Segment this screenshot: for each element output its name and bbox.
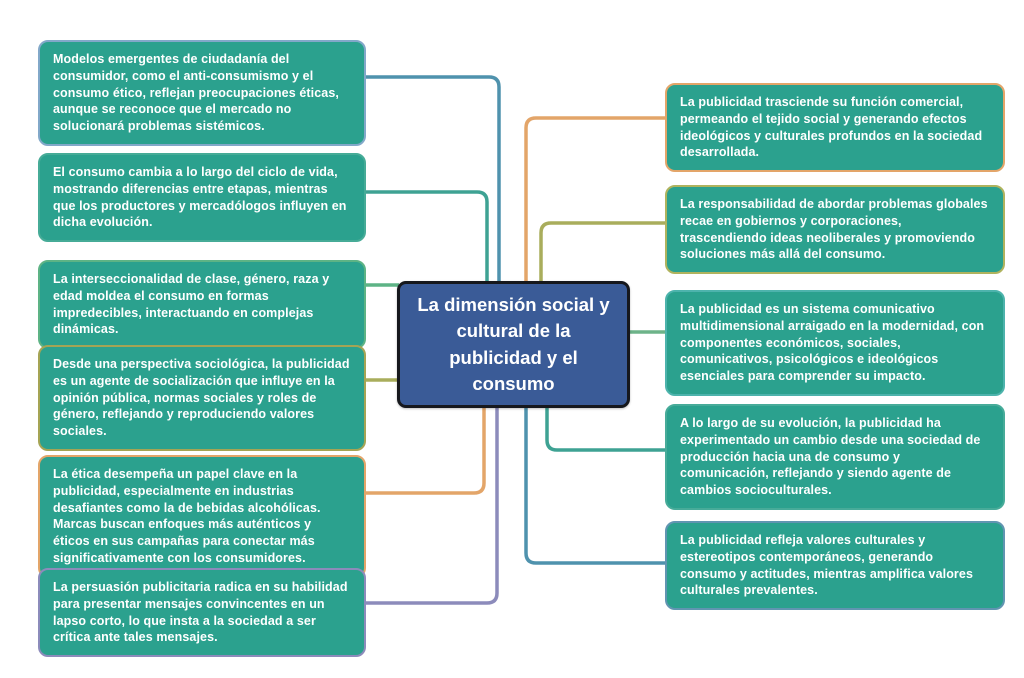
node-left-4[interactable]: Desde una perspectiva sociológica, la pu…	[38, 345, 366, 451]
node-right-3[interactable]: La publicidad es un sistema comunicativo…	[665, 290, 1005, 396]
node-left-2[interactable]: El consumo cambia a lo largo del ciclo d…	[38, 153, 366, 242]
connector-left-1	[366, 75, 501, 281]
node-right-2[interactable]: La responsabilidad de abordar problemas …	[665, 185, 1005, 274]
node-right-5[interactable]: La publicidad refleja valores culturales…	[665, 521, 1005, 610]
connector-right-4	[545, 408, 665, 452]
node-left-3[interactable]: La interseccionalidad de clase, género, …	[38, 260, 366, 349]
connector-left-6	[366, 408, 499, 605]
connector-left-5	[366, 408, 486, 495]
central-topic-node[interactable]: La dimensión social y cultural de la pub…	[397, 281, 630, 408]
node-right-1[interactable]: La publicidad trasciende su función come…	[665, 83, 1005, 172]
node-left-5[interactable]: La ética desempeña un papel clave en la …	[38, 455, 366, 578]
central-topic-label: La dimensión social y cultural de la pub…	[417, 293, 610, 394]
connector-right-1	[524, 116, 665, 281]
connector-right-5	[524, 408, 665, 565]
node-left-1[interactable]: Modelos emergentes de ciudadanía del con…	[38, 40, 366, 146]
node-left-6[interactable]: La persuasión publicitaria radica en su …	[38, 568, 366, 657]
connector-right-2	[539, 221, 665, 281]
node-right-4[interactable]: A lo largo de su evolución, la publicida…	[665, 404, 1005, 510]
connector-left-2	[366, 190, 489, 281]
